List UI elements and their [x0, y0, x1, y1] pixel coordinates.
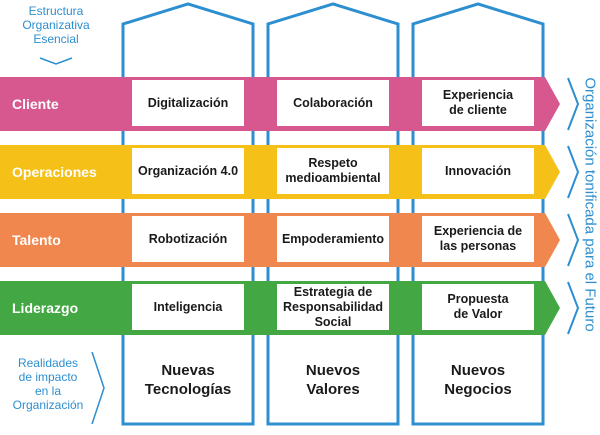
cell-text: Organización 4.0	[137, 163, 239, 178]
cell-talento-valores: Empoderamiento	[277, 216, 389, 262]
pillar-gap-lines	[121, 131, 545, 281]
pillar-outline-2	[266, 2, 400, 77]
top-note-line: Esencial	[33, 32, 79, 46]
pillar-outline-1-lower	[121, 335, 255, 426]
top-note-line: Organizativa	[22, 18, 90, 32]
cell-liderazgo-tecnologias: Inteligencia	[132, 284, 244, 330]
cell-cliente-tecnologias: Digitalización	[132, 80, 244, 126]
chevron-icon	[567, 213, 580, 267]
cell-operaciones-tecnologias: Organización 4.0	[132, 148, 244, 194]
cell-text: Innovación	[445, 163, 511, 178]
bottom-note-line: Realidades	[17, 356, 79, 370]
top-note: Estructura Organizativa Esencial	[0, 4, 112, 46]
row-label-cliente: Cliente	[12, 96, 59, 112]
cell-talento-tecnologias: Robotización	[132, 216, 244, 262]
chevron-icon	[567, 281, 580, 335]
row-label-liderazgo: Liderazgo	[12, 300, 79, 316]
cell-operaciones-negocios: Innovación	[422, 148, 534, 194]
bottom-note: Realidades de impacto en la Organización	[0, 356, 96, 412]
pillar-outline-3-lower	[411, 335, 545, 426]
cell-text: Inteligencia	[153, 299, 223, 314]
bottom-note-line: de impacto	[18, 370, 78, 384]
bottom-note-bracket	[91, 351, 105, 425]
cell-text: Digitalización	[147, 95, 229, 110]
pillar-outline-3	[411, 2, 545, 77]
cell-cliente-valores: Colaboración	[277, 80, 389, 126]
cell-text: Colaboración	[293, 95, 373, 110]
cell-text: Empoderamiento	[281, 231, 385, 246]
bottom-note-line: en la	[34, 384, 62, 398]
cell-text: Robotización	[148, 231, 228, 246]
chevron-icon	[567, 145, 580, 199]
top-note-line: Estructura	[28, 4, 84, 18]
row-label-talento: Talento	[12, 232, 61, 248]
pillar-outline-2-lower	[266, 335, 400, 426]
pillar-outline-1	[121, 2, 255, 77]
chevron-icon	[567, 77, 580, 131]
bottom-note-line: Organización	[12, 398, 84, 412]
row-label-operaciones: Operaciones	[12, 164, 97, 180]
top-note-bracket	[39, 57, 73, 65]
vertical-title: Organización tonificada para el Futuro	[581, 77, 599, 332]
